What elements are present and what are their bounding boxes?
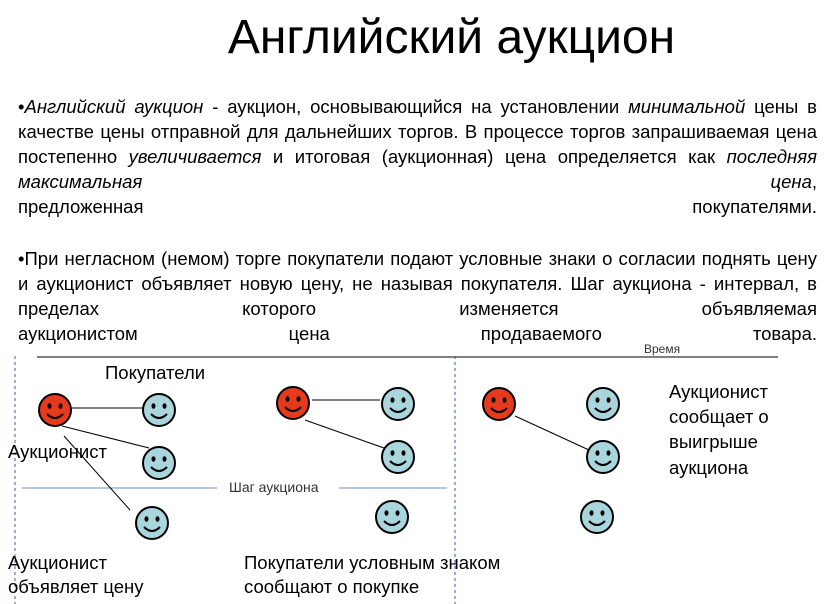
- definition-text-5b: покупателями.: [692, 196, 817, 217]
- buyer-smiley-icon-buyer-3-3: [580, 500, 614, 534]
- auctioneer-smiley-icon-auctioneer-3: [482, 387, 516, 421]
- definition-text-2: цены в качестве цены отправной для дальн…: [18, 96, 817, 167]
- buyer-smiley-icon-buyer-1-2: [142, 446, 176, 480]
- definition-text-3: и итоговая (аукционная) цена определяетс…: [261, 146, 727, 167]
- emphasis-last-max-price: последняя максимальная цена: [18, 146, 817, 192]
- definition-text-5a: предложенная: [18, 196, 144, 217]
- buyer-smiley-icon-buyer-3-2: [586, 440, 620, 474]
- caption-middle-line-1: Покупатели условным знаком: [244, 552, 500, 573]
- paragraph-silent-bidding: •При негласном (немом) торге покупатели …: [18, 246, 817, 346]
- caption-left-line-1: Аукционист: [8, 552, 107, 573]
- caption-right-line-2: сообщает о: [669, 406, 769, 427]
- silent-bidding-last-line: аукционистом цена продаваемого товара.: [18, 323, 817, 344]
- auctioneer-smiley-icon-auctioneer-2: [276, 386, 310, 420]
- link-a3-b2: [514, 415, 590, 451]
- buyer-smiley-icon-buyer-2-2: [381, 440, 415, 474]
- term-english-auction: Английский аукцион: [24, 96, 204, 117]
- auctioneer-label: Аукционист: [8, 441, 107, 462]
- caption-right-line-3: выигрыше: [669, 431, 758, 452]
- definition-last-line: предложенная покупателями.: [18, 194, 817, 219]
- caption-right-line-1: Аукционист: [669, 381, 768, 402]
- emphasis-increases: увеличивается: [128, 146, 262, 167]
- link-a2-b2: [304, 419, 385, 449]
- caption-right-line-4: аукциона: [669, 457, 749, 478]
- link-a1-b2: [61, 425, 150, 449]
- paragraph-english-auction-definition: •Английский аукцион - аукцион, основываю…: [18, 94, 817, 219]
- bullet: •: [18, 96, 25, 117]
- page-title: Английский аукцион: [227, 11, 676, 64]
- caption-middle-line-2: сообщают о покупке: [244, 576, 419, 597]
- buyer-smiley-icon-buyer-2-3: [375, 500, 409, 534]
- buyer-smiley-icon-buyer-1-1: [142, 393, 176, 427]
- bullet: •: [18, 248, 25, 269]
- buyers-label: Покупатели: [105, 362, 205, 383]
- buyer-smiley-icon-buyer-1-3: [135, 506, 169, 540]
- emphasis-minimal: минимальной: [628, 96, 746, 117]
- buyer-smiley-icon-buyer-3-1: [586, 387, 620, 421]
- step-label: Шаг аукциона: [229, 479, 319, 495]
- buyer-smiley-icon-buyer-2-1: [381, 387, 415, 421]
- auction-diagram: Время Шаг аукциона Покупатели Аукционист…: [8, 342, 778, 604]
- definition-body: •Английский аукцион - аукцион, основываю…: [18, 94, 817, 194]
- time-label: Время: [644, 342, 680, 356]
- silent-bidding-text: При негласном (немом) торге покупатели п…: [18, 248, 817, 319]
- definition-text-1: - аукцион, основывающийся на установлени…: [203, 96, 629, 117]
- silent-bidding-body: •При негласном (немом) торге покупатели …: [18, 246, 817, 321]
- auctioneer-smiley-icon-auctioneer-1: [38, 393, 72, 427]
- link-a1-b3: [63, 435, 131, 511]
- caption-left-line-2: объявляет цену: [8, 576, 144, 597]
- definition-text-4: ,: [811, 171, 817, 192]
